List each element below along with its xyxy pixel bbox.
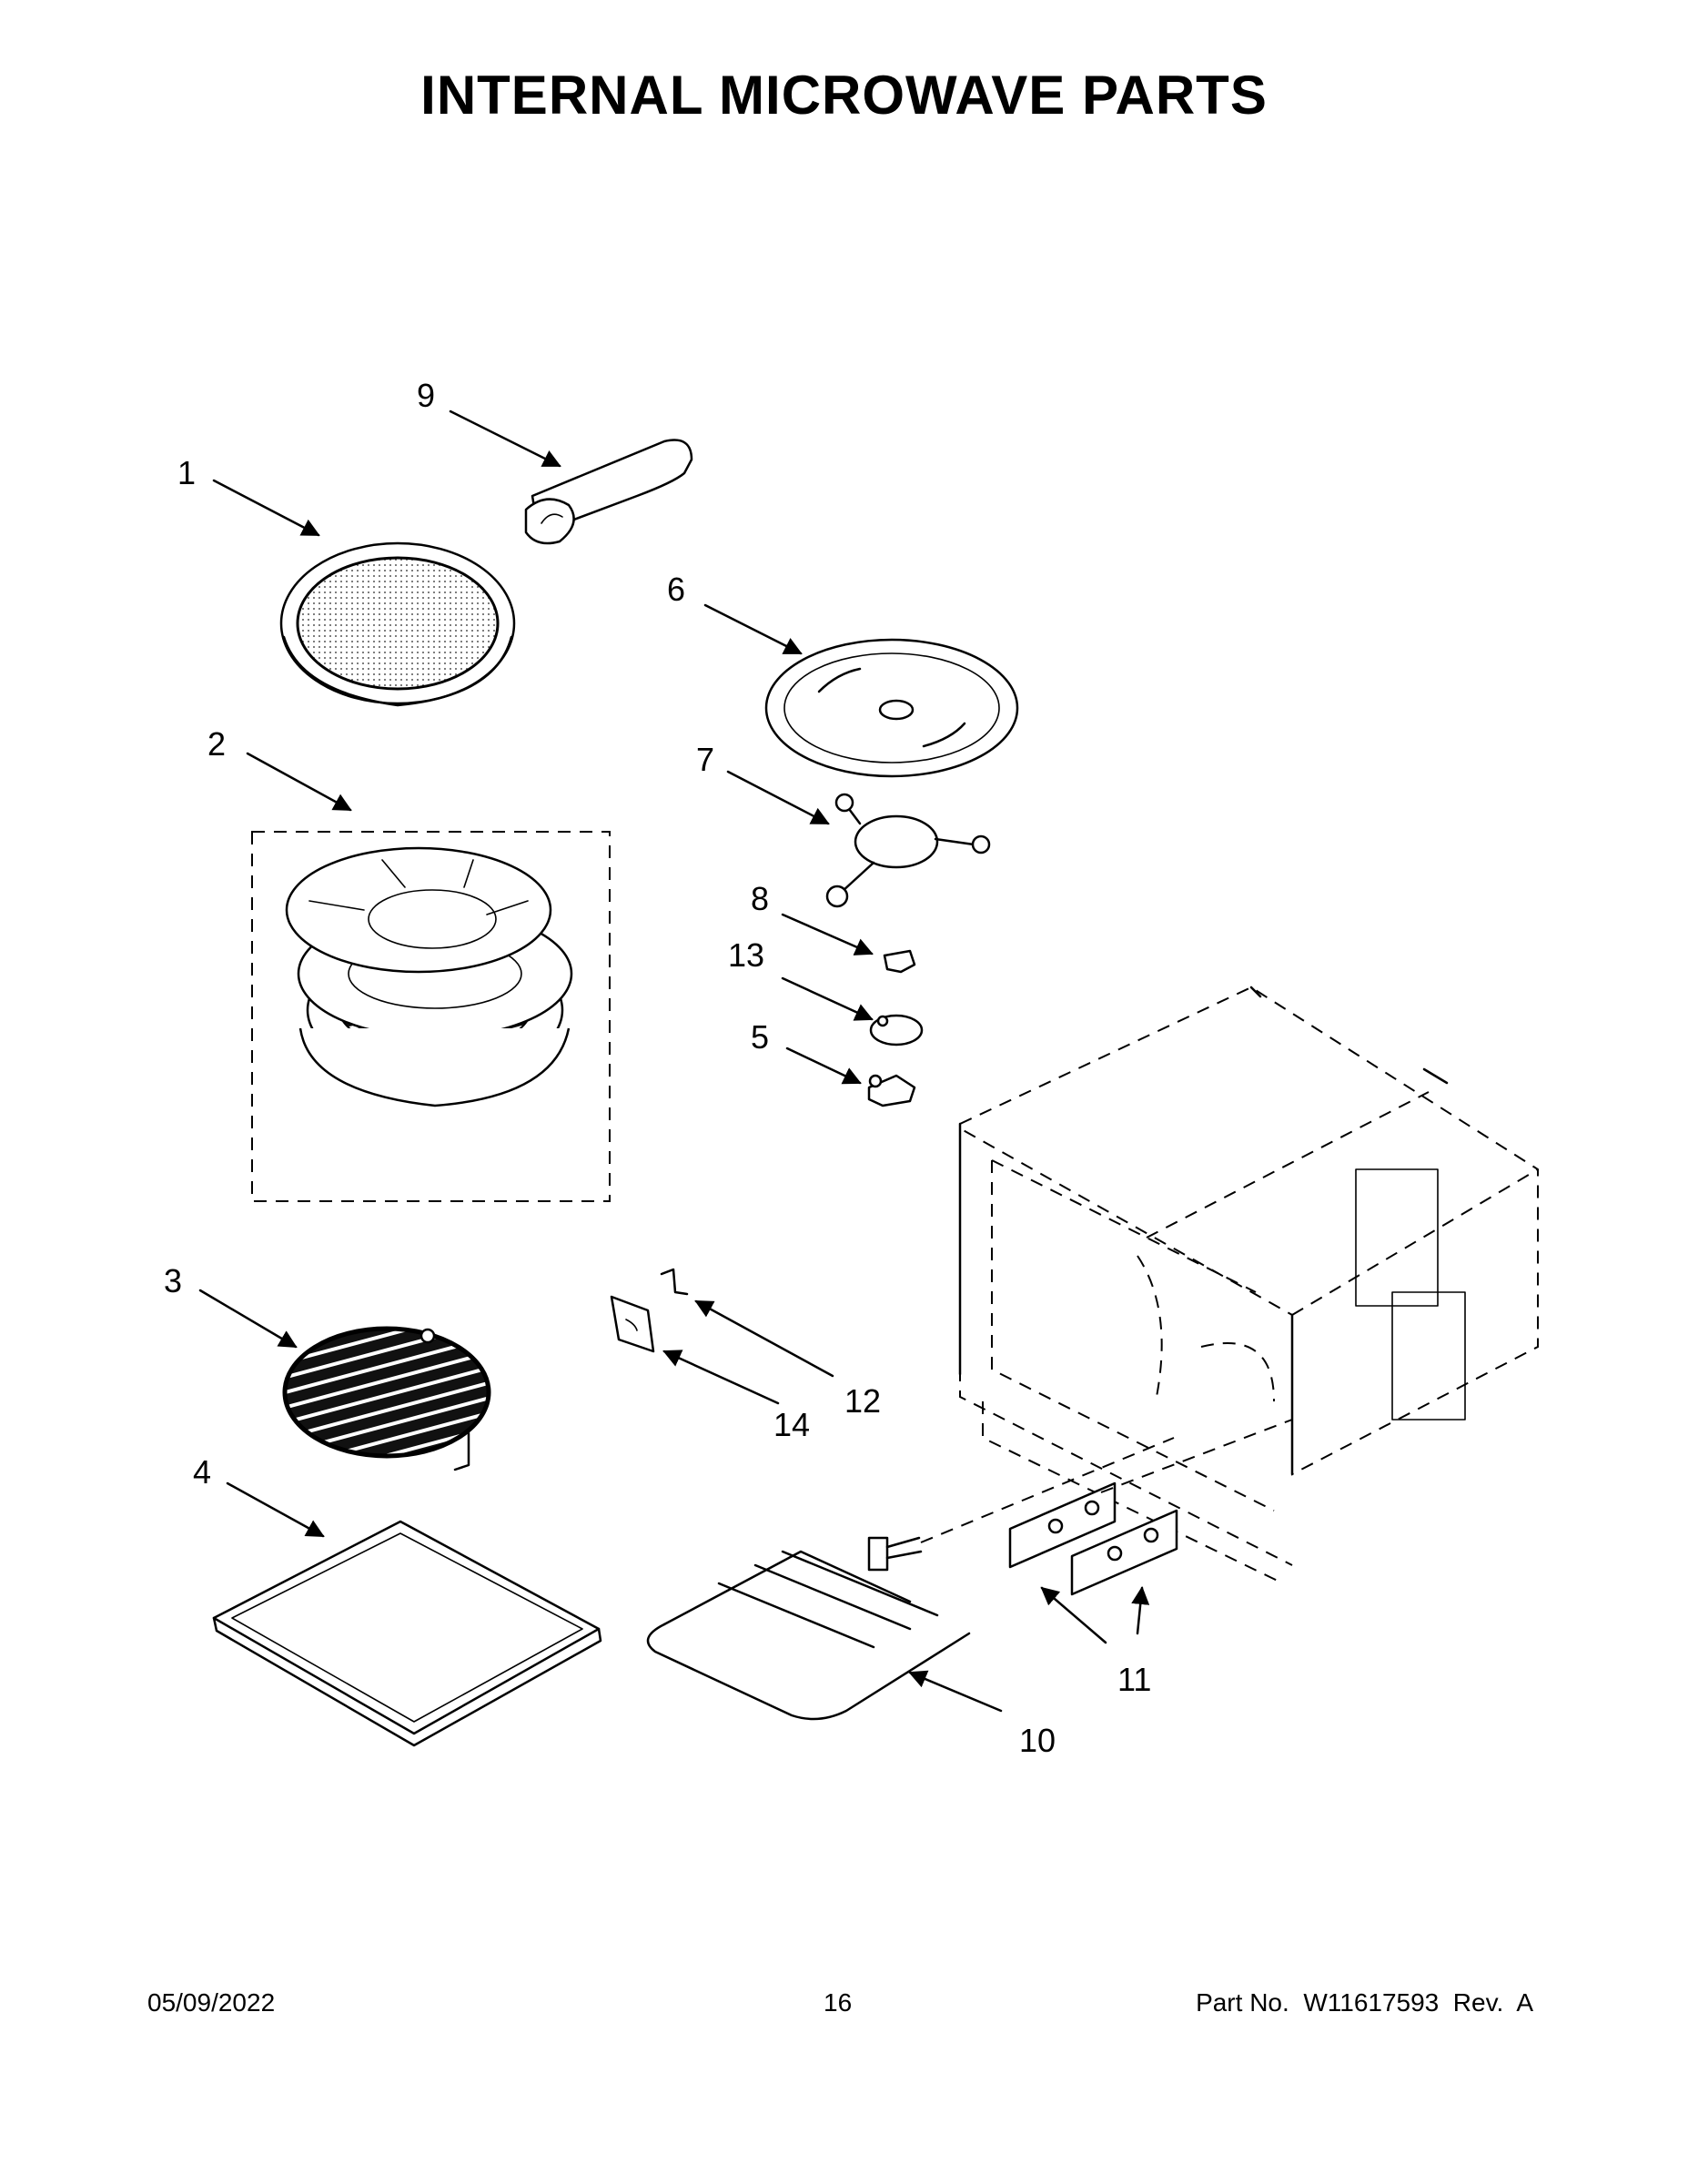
part-3-grill-rack [282, 1326, 491, 1471]
callout-2: 2 [207, 725, 226, 763]
callout-11: 11 [1117, 1661, 1151, 1698]
callout-8: 8 [751, 880, 769, 917]
callout-3: 3 [164, 1262, 182, 1299]
callout-7: 7 [696, 741, 714, 778]
part-10-heating-element [646, 1536, 971, 1721]
part-1-crisper-pan [279, 541, 516, 707]
part-7-roller-support [825, 793, 991, 908]
part-5-switch [867, 1074, 916, 1107]
callout-labels: 1 2 3 4 5 6 7 8 9 10 11 12 13 14 [164, 377, 1151, 1759]
callout-13: 13 [728, 936, 764, 974]
part-14-bracket [610, 1295, 655, 1353]
part-6-turntable-tray [764, 638, 1019, 778]
assembly-leader-lines [920, 1419, 1293, 1543]
microwave-cavity-frame [958, 986, 1539, 1584]
part-2-steamer-assembly [251, 831, 611, 1202]
callout-9: 9 [417, 377, 435, 414]
part-9-handle [524, 439, 693, 545]
callout-4: 4 [193, 1453, 211, 1491]
callout-1: 1 [177, 454, 196, 491]
callout-10: 10 [1019, 1722, 1056, 1759]
part-11-insulator-plates [1008, 1481, 1178, 1596]
footer-part-number: Part No. W11617593 Rev. A [1196, 1988, 1533, 2017]
part-12-clip [660, 1268, 689, 1296]
footer-date: 05/09/2022 [147, 1988, 276, 2017]
callout-6: 6 [667, 571, 685, 608]
callout-14: 14 [773, 1406, 810, 1443]
part-4-baking-tray [212, 1520, 602, 1747]
footer-page-number: 16 [824, 1988, 853, 2017]
callout-arrows [198, 410, 1150, 1713]
page-title: INTERNAL MICROWAVE PARTS [420, 65, 1268, 126]
part-13-turntable-motor [869, 1014, 924, 1046]
part-8-coupler [883, 949, 916, 974]
callout-5: 5 [751, 1018, 769, 1056]
callout-12: 12 [844, 1382, 881, 1420]
